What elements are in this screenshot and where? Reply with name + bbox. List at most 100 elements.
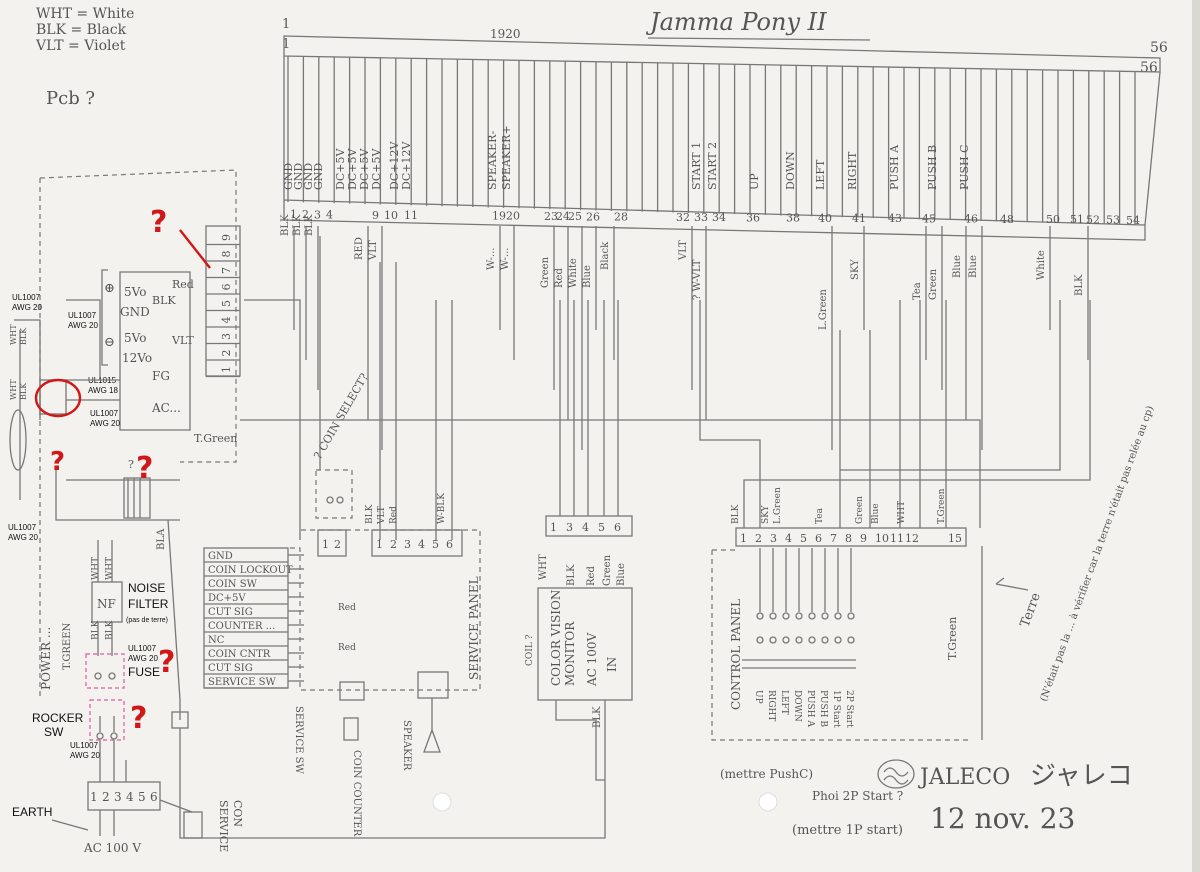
coin-counter-icon [343, 717, 359, 741]
jamma-pin-number: 19 [492, 209, 506, 222]
ac-pin-number: 2 [102, 790, 110, 804]
jamma-pin-number: 32 [676, 211, 690, 224]
power-supply-box: POWER ... [39, 169, 237, 700]
cp-wire-label: BLK [731, 504, 741, 524]
svg-text:UL1007: UL1007 [90, 409, 119, 418]
cp-button-label: 2P Start [844, 690, 854, 728]
jamma-pin-number: 46 [964, 213, 978, 226]
jamma-pin-label: GND [312, 163, 325, 190]
service-pin-number: 1 [376, 538, 383, 551]
jamma-pin-number: 25 [568, 210, 582, 223]
ac-pin-number: 1 [90, 790, 98, 804]
jamma-pin-number: 52 [1086, 213, 1100, 226]
svg-text:AWG 20: AWG 20 [12, 303, 42, 312]
cp-pin-number: 11 [890, 532, 904, 545]
svg-text:12Vo: 12Vo [122, 351, 152, 365]
ac-pin-number: 6 [150, 790, 158, 804]
button-contact-icon [795, 636, 803, 644]
service-con-icon [183, 811, 203, 839]
cp-button-label: DOWN [792, 690, 802, 722]
svg-text:(mettre PushC): (mettre PushC) [720, 767, 813, 781]
monitor-pin-number: 5 [598, 521, 605, 534]
jamma-pin-label: LEFT [814, 159, 827, 190]
svg-text:GND: GND [120, 305, 150, 319]
svg-text:(mettre 1P start): (mettre 1P start) [792, 823, 903, 838]
jamma-wire-label: BLK [292, 214, 303, 236]
svg-text:?: ? [158, 645, 175, 680]
svg-text:WHT: WHT [105, 557, 115, 580]
svg-text:?: ? [150, 205, 167, 240]
jamma-pin-number: 1 [290, 208, 297, 221]
cp-button-label: LEFT [779, 690, 789, 715]
power-terminals: ⊕ ⊖ 5Vo GND 5Vo 12Vo FG AC... Red BLK VL… [101, 269, 237, 445]
monitor-pin-number: 3 [566, 521, 573, 534]
jamma-pin-label: GND [292, 163, 305, 190]
jamma-wire-label: VLT [678, 240, 689, 261]
jaleco-logo: JALECO ジャレコ [877, 759, 1133, 791]
svg-text:AC...: AC... [151, 401, 181, 415]
jamma-pin-number: 34 [712, 211, 726, 224]
svg-text:CON: CON [231, 800, 244, 827]
svg-text:FUSE: FUSE [128, 665, 160, 679]
cp-pin-number: 2 [755, 532, 762, 545]
svg-text:VLT: VLT [377, 506, 387, 525]
power-pin-number: 5 [220, 300, 233, 307]
cp-wire-label: Tea [815, 507, 825, 524]
jamma-pin-number: 38 [786, 212, 800, 225]
cp-pin-number: 4 [785, 532, 792, 545]
svg-text:BLK: BLK [566, 564, 577, 586]
jamma-pin-label: START 2 [706, 142, 719, 190]
cp-pin-number: 8 [845, 532, 852, 545]
svg-text:UL1007: UL1007 [68, 311, 97, 320]
button-contact-icon [808, 612, 816, 620]
jamma-wire-label: Green [928, 268, 939, 300]
jamma-wire-label: SKY [850, 259, 861, 280]
button-contact-icon [769, 636, 777, 644]
jamma-wire-label: Blue [952, 255, 963, 278]
jamma-pin-label: PUSH C [958, 144, 971, 190]
jamma-pin-label: DC+5V [370, 148, 383, 190]
edge-number-mid: 1920 [490, 27, 521, 41]
svg-text:FILTER: FILTER [128, 597, 169, 611]
service-list-item: COIN SW [208, 579, 258, 590]
cp-wire-label: SKY [761, 504, 771, 524]
svg-text:WHT = White: WHT = White [36, 6, 134, 22]
jamma-wire-label: RED [354, 237, 365, 260]
jamma-wire-label: Red [554, 268, 565, 288]
svg-text:BLK: BLK [365, 504, 375, 524]
fan-icon [9, 409, 27, 471]
svg-text:AWG 20: AWG 20 [70, 751, 100, 760]
service-pin-number: 3 [404, 538, 411, 551]
cp-button-label: RIGHT [766, 690, 776, 721]
svg-text:?: ? [130, 701, 147, 736]
red-annotations: ? ? ? ? ? ? [34, 205, 211, 736]
speaker-icon [423, 698, 441, 753]
svg-text:COLOR VISION: COLOR VISION [549, 590, 563, 686]
service-list-item: SERVICE SW [208, 677, 276, 688]
service-pin-number: 4 [418, 538, 425, 551]
button-contact-icon [795, 612, 803, 620]
noise-filter: NF WHT WHT BLK BLK NOISE FILTER (pas de … [91, 540, 169, 656]
button-contact-icon [782, 636, 790, 644]
jamma-pin-number: 33 [694, 211, 708, 224]
cp-tgreen-label: T.Green [946, 617, 959, 660]
jamma-pin-number: 9 [372, 209, 379, 222]
svg-text:NOISE: NOISE [128, 581, 165, 595]
jamma-pin-number: 40 [818, 212, 832, 225]
pcb-question: Pcb ? [46, 88, 95, 109]
svg-text:Red: Red [389, 506, 399, 524]
power-pin-number: 4 [220, 317, 233, 324]
monitor-pin-number: 4 [582, 521, 589, 534]
svg-text:?: ? [136, 451, 153, 486]
cp-pin-number: 10 [875, 532, 889, 545]
jamma-pin-label: SPEAKER- [486, 131, 499, 190]
button-contact-icon [821, 612, 829, 620]
jamma-wire-label: W-... [500, 248, 511, 270]
cp-pin-number: 7 [830, 532, 837, 545]
jamma-pin-number: 36 [746, 211, 760, 224]
service-list-item: COUNTER ... [208, 621, 275, 632]
power-pin-number: 7 [220, 267, 233, 274]
service-list-item: GND [208, 551, 233, 562]
harness-wire [244, 299, 301, 540]
